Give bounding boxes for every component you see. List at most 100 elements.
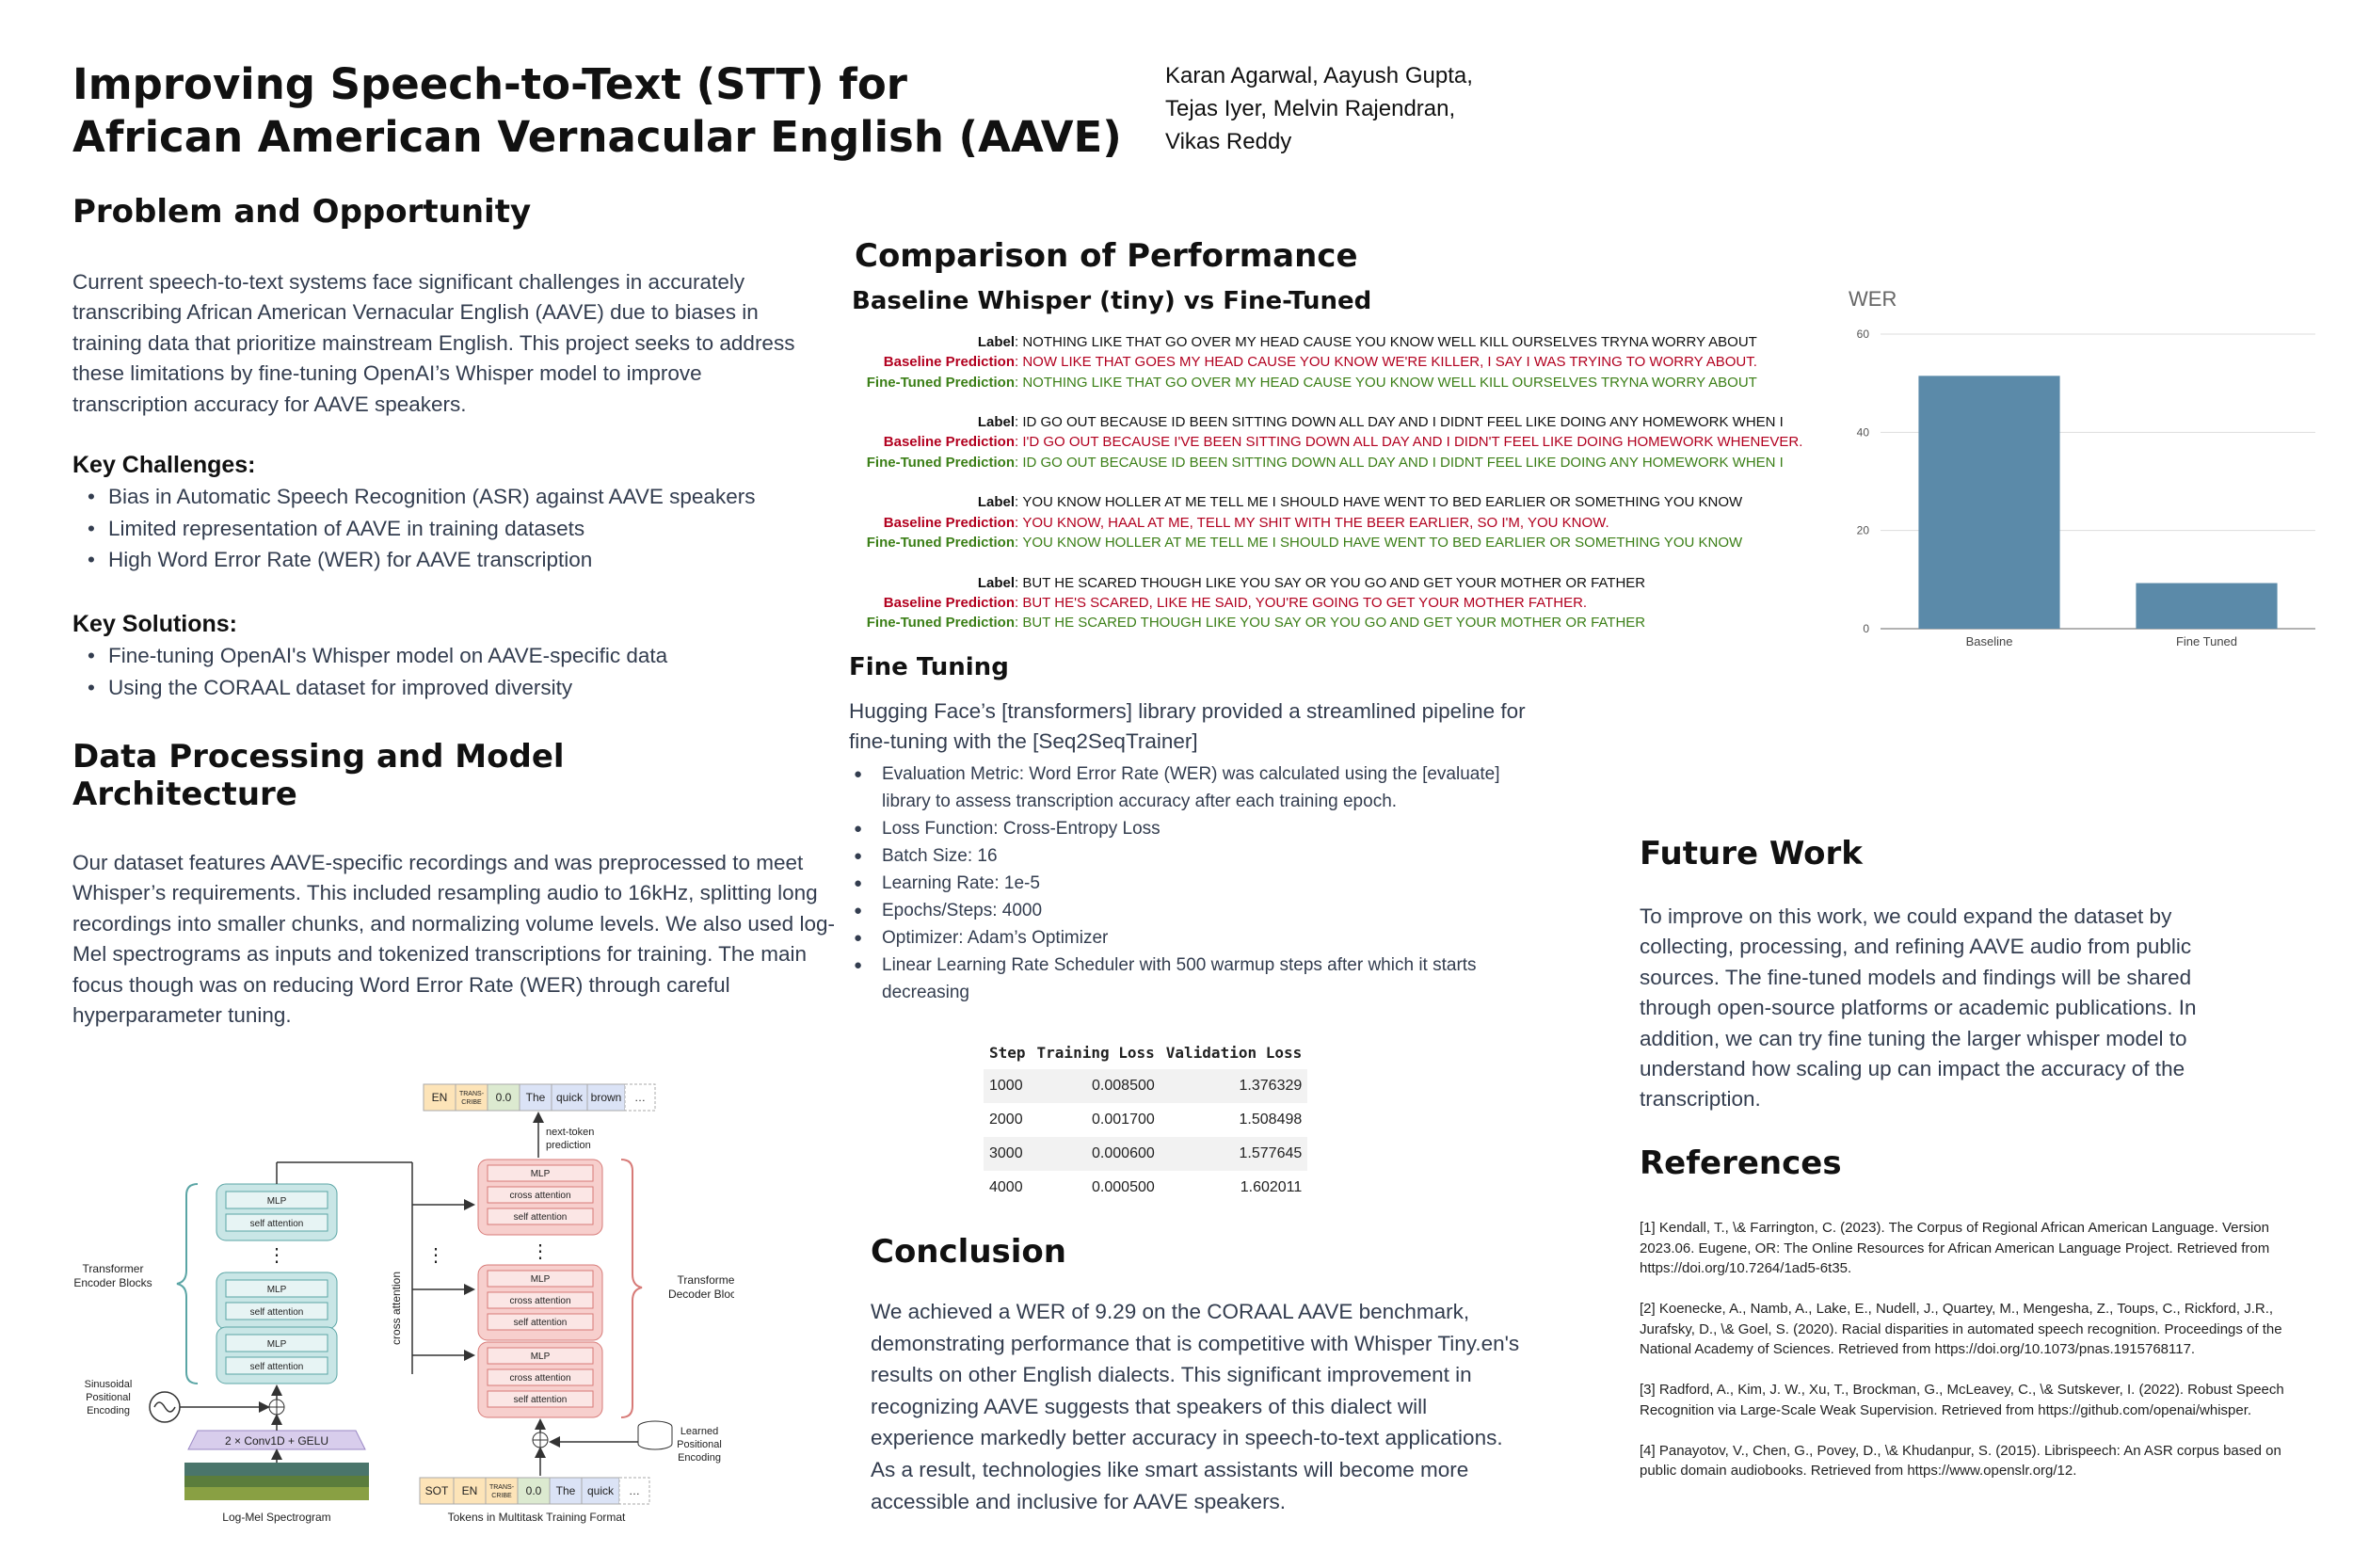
table-row: 4000 0.000500 1.602011 [984,1171,1307,1205]
table-row: 2000 0.001700 1.508498 [984,1103,1307,1137]
y-tick-label: 60 [1857,328,1870,341]
token: TRANS- [459,1091,485,1097]
sinusoidal-label: Encoding [87,1405,130,1416]
token: SOT [425,1484,449,1497]
finetuned-row: Fine-Tuned Prediction: BUT HE SCARED THO… [866,615,1646,632]
token: CRIBE [491,1493,512,1499]
token: 0.0 [526,1484,542,1497]
loss-table: Step Training Loss Validation Loss 1000 … [984,1035,1308,1205]
list-item: High Word Error Rate (WER) for AAVE tran… [72,544,844,576]
bar [2136,583,2278,629]
comparison-heading: Comparison of Performance [855,237,1358,275]
token: 0.0 [496,1091,512,1104]
token: EN [462,1484,478,1497]
baseline-row: Baseline Prediction: I'D GO OUT BECAUSE … [883,434,1803,451]
list-item: Linear Learning Rate Scheduler with 500 … [849,952,1545,1006]
challenges-heading: Key Challenges: [72,452,256,478]
table-cell: 3000 [984,1137,1032,1171]
future-work-heading: Future Work [1640,835,1863,872]
list-item: Limited representation of AAVE in traini… [72,513,844,545]
authors-line-1: Karan Agarwal, Aayush Gupta, [1165,63,1473,88]
label-row: Label: NOTHING LIKE THAT GO OVER MY HEAD… [977,334,1757,350]
x-tick-label: Baseline [1966,634,2013,648]
self-attention-label: self attention [250,1219,304,1229]
spectrogram-caption: Log-Mel Spectrogram [222,1511,330,1524]
authors-line-3: Vikas Reddy [1165,129,1292,154]
reference-item: [2] Koenecke, A., Namb, A., Lake, E., Nu… [1640,1301,2282,1357]
y-tick-label: 0 [1863,622,1869,635]
table-row: 1000 0.008500 1.376329 [984,1069,1308,1103]
problem-text: Current speech-to-text systems face sign… [72,270,795,416]
solutions-heading: Key Solutions: [72,611,238,637]
decoder-label: Decoder Blocks [668,1288,734,1301]
cross-attention-block-label: cross attention [509,1373,570,1384]
list-item: Batch Size: 16 [849,842,1545,870]
heading-line-1: Data Processing and Model [72,738,565,776]
chart-title: WER [1849,287,1897,311]
self-attention-label: self attention [514,1212,568,1223]
list-item: Fine-tuning OpenAI's Whisper model on AA… [72,640,844,672]
table-cell: 1.508498 [1239,1112,1303,1128]
conv-label: 2 × Conv1D + GELU [225,1434,328,1448]
decoder-label: Transformer [678,1273,734,1287]
list-item: Bias in Automatic Speech Recognition (AS… [72,481,844,513]
table-cell: 1.577645 [1160,1137,1308,1171]
token: TRANS- [489,1484,515,1491]
solutions-list: Fine-tuning OpenAI's Whisper model on AA… [72,640,844,703]
future-work-text: To improve on this work, we could expand… [1640,904,2197,1112]
token: The [556,1484,576,1497]
label-row: Label: YOU KNOW HOLLER AT ME TELL ME I S… [977,494,1743,511]
poster-title: Improving Speech-to-Text (STT) for Afric… [72,58,1122,164]
architecture-diagram: EN TRANS- CRIBE 0.0 The quick brown … ne… [73,1083,734,1524]
token: The [526,1091,546,1104]
mlp-label: MLP [267,1339,287,1350]
tokens-caption: Tokens in Multitask Training Format [448,1511,626,1524]
cross-attention-label: cross attention [390,1272,403,1345]
table-row: 3000 0.000600 1.577645 [984,1137,1308,1171]
reference-item: [4] Panayotov, V., Chen, G., Povey, D., … [1640,1442,2281,1480]
heading-line-2: Architecture [72,776,297,813]
self-attention-label: self attention [250,1362,304,1372]
encoder-label: Encoder Blocks [73,1276,152,1289]
token: brown [591,1091,622,1104]
x-tick-label: Fine Tuned [2176,634,2237,648]
label-row: Label: ID GO OUT BECAUSE ID BEEN SITTING… [977,414,1784,431]
table-header-row: Step Training Loss Validation Loss [984,1035,1307,1069]
vdots: ⋮ [267,1245,286,1266]
list-item: Using the CORAAL dataset for improved di… [72,672,844,704]
vdots: ⋮ [426,1245,445,1266]
token: EN [432,1091,448,1104]
comparison-table: Label: NOTHING LIKE THAT GO OVER MY HEAD… [845,332,1803,632]
fine-tuning-list: Evaluation Metric: Word Error Rate (WER)… [849,760,1545,1006]
cross-attention-block-label: cross attention [509,1191,570,1201]
sinusoidal-label: Positional [86,1392,131,1403]
sinusoidal-label: Sinusoidal [85,1379,133,1390]
table-cell: 1000 [984,1069,1032,1103]
list-item: Optimizer: Adam’s Optimizer [849,924,1545,952]
learned-label: Encoding [678,1452,721,1464]
encoder-label: Transformer [83,1262,144,1275]
finetuned-row: Fine-Tuned Prediction: YOU KNOW HOLLER A… [866,534,1743,551]
references-heading: References [1640,1144,1842,1182]
next-token-label: prediction [546,1140,591,1151]
data-processing-text: Our dataset features AAVE-specific recor… [72,851,835,1028]
mlp-label: MLP [531,1274,551,1285]
bar [1918,376,2060,629]
finetuned-row: Fine-Tuned Prediction: NOTHING LIKE THAT… [866,374,1757,391]
table-cell: 0.001700 [1092,1112,1155,1128]
table-cell: 0.008500 [1031,1069,1160,1103]
column-header: Validation Loss [1165,1043,1303,1062]
references-list: [1] Kendall, T., \& Farrington, C. (2023… [1640,1218,2298,1501]
mlp-label: MLP [267,1196,287,1207]
mlp-label: MLP [531,1352,551,1362]
learned-label: Learned [680,1426,718,1437]
list-item: Epochs/Steps: 4000 [849,897,1545,924]
learned-label: Positional [677,1439,722,1450]
next-token-label: next-token [546,1127,594,1138]
list-item: Evaluation Metric: Word Error Rate (WER)… [849,760,1545,815]
decoder-stack: MLP cross attention self attention ⋮ MLP… [477,1159,603,1418]
token: quick [587,1484,615,1497]
list-item: Loss Function: Cross-Entropy Loss [849,815,1545,842]
table-cell: 0.000600 [1031,1137,1160,1171]
